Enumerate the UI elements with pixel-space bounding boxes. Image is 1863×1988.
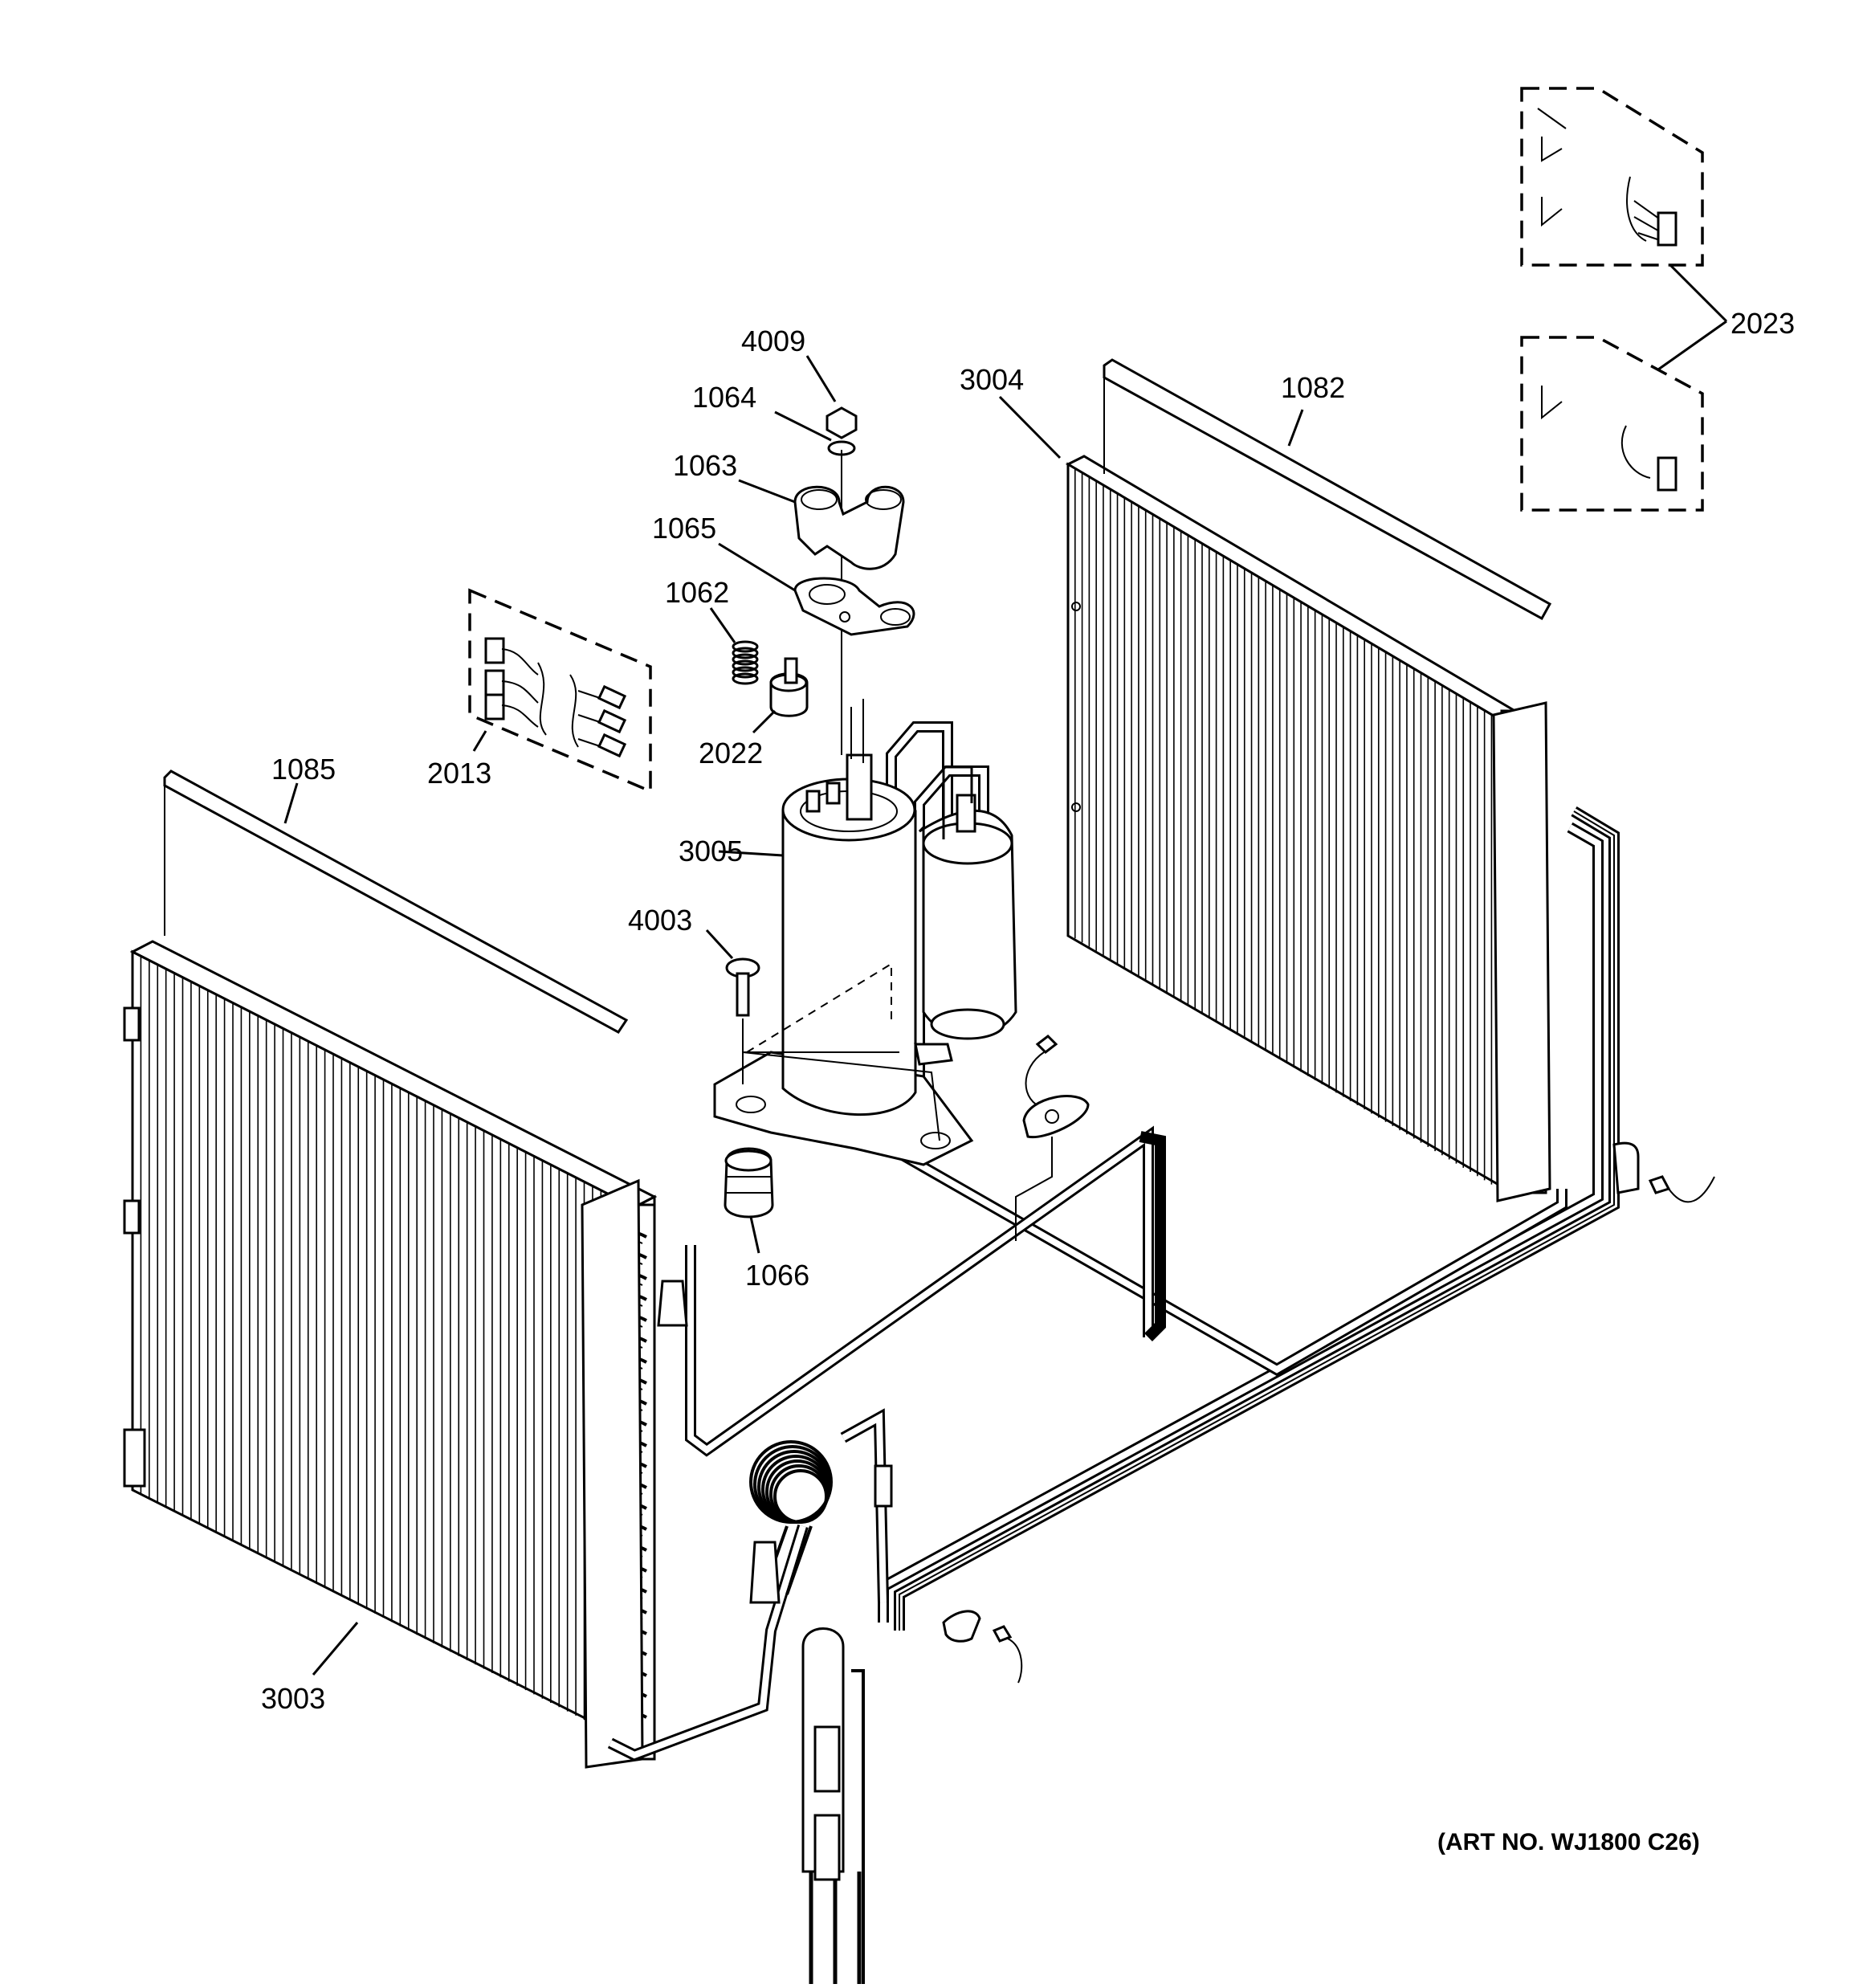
callout-4009: 4009: [741, 325, 805, 357]
bolt-4003: [725, 957, 760, 1084]
callout-1063: 1063: [673, 449, 737, 482]
callout-3003: 3003: [261, 1682, 325, 1715]
bar-1085: [163, 769, 629, 1034]
callout-4003: 4003: [628, 904, 692, 937]
callouts: 4009 1064 1063 1065 1062 2022 2013 3005 …: [261, 307, 1795, 1855]
callout-2023: 2023: [1731, 307, 1795, 340]
callout-3004: 3004: [960, 363, 1024, 396]
compressor-3005: [713, 699, 1017, 1166]
terminal-parts: [732, 406, 915, 755]
callout-2022: 2022: [699, 737, 763, 769]
coil-3003: [123, 940, 658, 1769]
callout-3005: 3005: [679, 835, 743, 867]
leader-lines: [283, 355, 1304, 1676]
art-number: (ART NO. WJ1800 C26): [1437, 1829, 1700, 1855]
loose-parts: [942, 1035, 1715, 1684]
callout-2013: 2013: [427, 757, 491, 790]
bar-1082: [1103, 358, 1552, 621]
harness-2023: [1520, 87, 1728, 512]
harness-2013: [468, 588, 652, 794]
coil-3004: [1065, 455, 1551, 1202]
callout-1085: 1085: [271, 753, 336, 786]
tubing: [607, 721, 1620, 1984]
fittings: [657, 1280, 893, 1604]
callout-1064: 1064: [692, 381, 756, 414]
callout-1066: 1066: [745, 1259, 809, 1292]
callout-1065: 1065: [652, 512, 716, 545]
callout-1082: 1082: [1281, 371, 1345, 404]
callout-1062: 1062: [665, 576, 729, 609]
grommet-1066: [724, 1147, 774, 1219]
